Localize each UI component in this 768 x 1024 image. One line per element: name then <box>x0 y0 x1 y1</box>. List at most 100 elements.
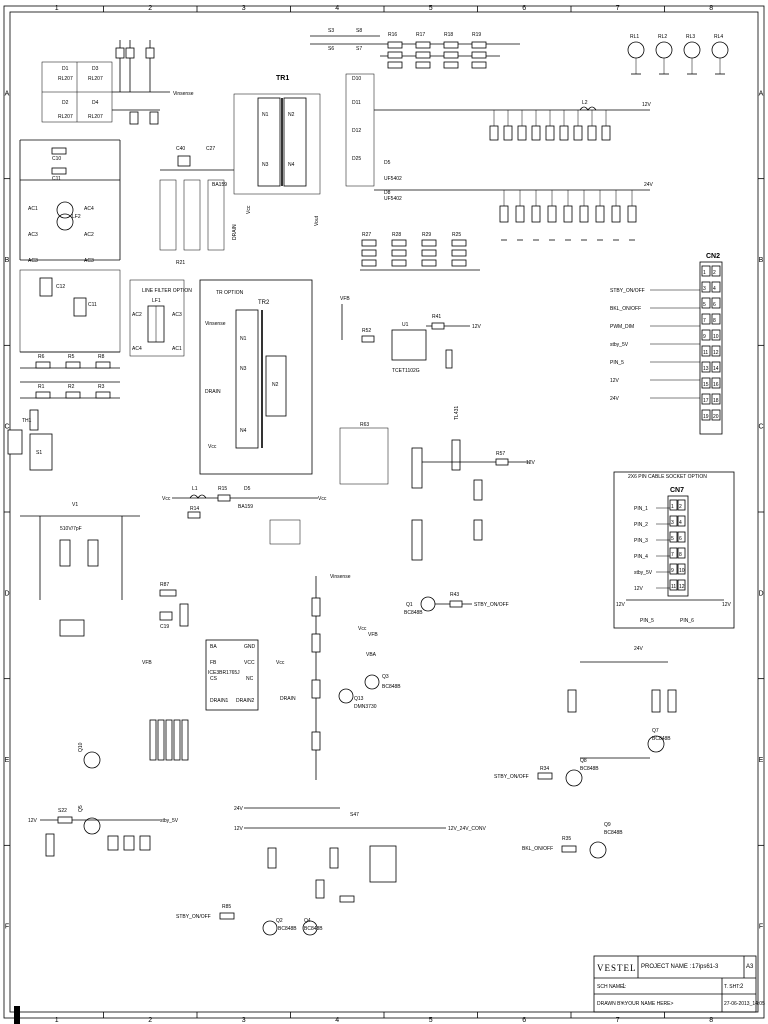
cn7-pin <box>669 563 678 575</box>
relay-label: RL4 <box>714 34 723 40</box>
resistor-bottom <box>391 239 407 247</box>
row-marker-right: A <box>759 90 764 97</box>
svg-text:C19: C19 <box>160 624 169 630</box>
column-marker-top: 4 <box>335 5 339 12</box>
u2-vfb: VFB <box>142 660 152 666</box>
svg-text:D10: D10 <box>352 76 361 82</box>
resistor-bottom <box>391 249 407 257</box>
sheet-size: A3 <box>746 964 754 970</box>
svg-text:VCC: VCC <box>244 660 255 666</box>
u1-label: U1 <box>402 322 409 328</box>
resistor-top <box>415 61 431 69</box>
ladder-vinsense: Vinsense <box>330 574 351 580</box>
column-marker-top: 6 <box>522 5 526 12</box>
ladder-vcc: Vcc <box>358 626 367 632</box>
net-12v-tl: 12V <box>526 460 536 466</box>
svg-text:R85: R85 <box>222 904 231 910</box>
capacitor-12v <box>573 125 583 141</box>
column-marker-bottom: 8 <box>709 1017 713 1024</box>
svg-text:C11: C11 <box>52 176 61 182</box>
row-marker-left: B <box>5 257 10 264</box>
column-marker-top: 3 <box>242 5 246 12</box>
svg-text:AC1: AC1 <box>172 346 182 352</box>
row-marker-right: D <box>758 590 763 597</box>
row-marker-right: B <box>759 257 764 264</box>
cn2-net-label: 24V <box>610 396 620 402</box>
svg-text:V1: V1 <box>72 502 78 508</box>
cs-resistor <box>149 719 157 761</box>
net-vinsense-top: Vinsense <box>173 91 194 97</box>
row-marker-left: D <box>4 590 9 597</box>
cn7-pin-number: 6 <box>679 536 682 542</box>
column-marker-top: 2 <box>148 5 152 12</box>
cn7-pin-number: 9 <box>671 568 674 574</box>
column-marker-bottom: 7 <box>616 1017 620 1024</box>
cn2-pin-number: 19 <box>703 414 709 420</box>
svg-text:D12: D12 <box>352 128 361 134</box>
svg-text:N1: N1 <box>262 112 269 118</box>
cn2-pin-number: 12 <box>713 350 719 356</box>
resistor-top <box>443 41 459 49</box>
svg-text:RL207: RL207 <box>88 114 103 120</box>
cn2-pin-number: 9 <box>703 334 706 340</box>
cn2-pin <box>711 345 721 357</box>
tr-option-vcc: Vcc <box>208 444 217 450</box>
cn7-caption: 2X6 PIN CABLE SOCKET OPTION <box>628 474 707 480</box>
cn7-pin-number: 10 <box>679 568 685 574</box>
uf5402-1: UF5402 <box>384 176 402 182</box>
svg-text:N4: N4 <box>288 162 295 168</box>
cn2-net-label: STBY_ON/OFF <box>610 288 645 294</box>
capacitor-24v <box>611 205 621 223</box>
cn7-net-label: PIN_1 <box>634 506 648 512</box>
capacitor-12v <box>503 125 513 141</box>
row-marker-right: F <box>759 924 763 931</box>
row-marker-right: C <box>758 424 763 431</box>
cn2-pin-number: 1 <box>703 270 706 276</box>
svg-text:R1: R1 <box>38 384 45 390</box>
cn7-net-label: 12V <box>634 586 644 592</box>
snubber-array: C40 C27 BA159 R21 <box>159 146 234 266</box>
resistor-bottom <box>451 239 467 247</box>
cn7-pin-number: 8 <box>679 552 682 558</box>
capacitor-24v <box>515 205 525 223</box>
stby-12v: 12V <box>28 818 38 824</box>
net-12v-top: 12V <box>642 102 652 108</box>
conv-stby: STBY_ON/OFF <box>176 914 211 920</box>
resistor-bottom <box>451 259 467 267</box>
q4-part: BC848B <box>304 926 323 932</box>
row-marker-left: A <box>5 90 10 97</box>
svg-text:D8: D8 <box>384 190 391 196</box>
q7-label: Q7 <box>652 728 659 734</box>
column-marker-top: 5 <box>429 5 433 12</box>
svg-text:S47: S47 <box>350 812 359 818</box>
capacitor-12v <box>601 125 611 141</box>
svg-text:Vout: Vout <box>314 215 320 226</box>
svg-text:R34: R34 <box>540 766 549 772</box>
resistor-top-label: R18 <box>444 32 453 38</box>
capacitor-24v <box>547 205 557 223</box>
tr-option-box: TR OPTION TR2 N1 N3 N4 N2 Vinsense DRAIN… <box>199 279 313 475</box>
cn2-label: CN2 <box>706 253 720 260</box>
resistor-top <box>471 61 487 69</box>
svg-text:AC3: AC3 <box>28 258 38 264</box>
sheet-label: T. SHT: <box>724 984 740 990</box>
date-value: 27-06-2013_14:05 <box>724 1001 765 1007</box>
q1-part: BC848B <box>404 610 423 616</box>
svg-text:C11: C11 <box>88 302 97 308</box>
svg-text:R3: R3 <box>98 384 105 390</box>
svg-text:C10: C10 <box>52 156 61 162</box>
svg-text:R14: R14 <box>190 506 199 512</box>
cn7-12v-left: 12V <box>616 602 626 608</box>
cn2-pin-number: 15 <box>703 382 709 388</box>
svg-text:AC2: AC2 <box>132 312 142 318</box>
q13-label: Q13 <box>354 696 364 702</box>
svg-text:S7: S7 <box>356 46 362 52</box>
cn7-pin <box>669 499 678 511</box>
cn2-pin-number: 3 <box>703 286 706 292</box>
cs-resistor <box>173 719 181 761</box>
u2-drain: DRAIN <box>280 696 296 702</box>
ic2-label: TL431 <box>454 406 460 420</box>
row-marker-left: E <box>5 757 10 764</box>
